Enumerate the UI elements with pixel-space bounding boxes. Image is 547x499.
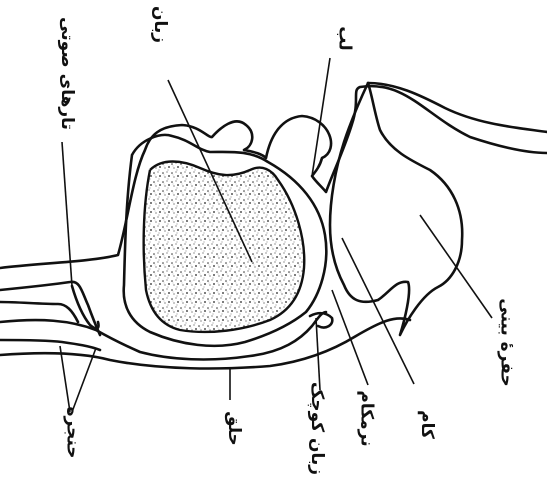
leader-larynx-a: [60, 346, 70, 412]
leader-vocal-cords: [62, 142, 72, 286]
leader-palate: [342, 238, 414, 384]
leader-larynx-b: [72, 348, 96, 412]
label-vocal-cords: تارهای صوتی: [58, 17, 75, 130]
label-uvula: زبان کوچک: [308, 382, 325, 475]
label-lip: لب: [336, 26, 353, 50]
label-pharynx: حلق: [225, 411, 242, 446]
label-nasal-cavity: حفرهٔ بینی: [498, 298, 515, 386]
label-tongue: زبان: [151, 6, 168, 43]
leader-soft-palate: [332, 290, 368, 385]
tongue-body: [144, 162, 305, 332]
leader-nasal-cavity: [420, 215, 492, 318]
label-soft-palate: نرمکام: [358, 390, 375, 446]
label-larynx: حنجره: [64, 406, 81, 458]
label-palate: کام: [418, 410, 435, 439]
